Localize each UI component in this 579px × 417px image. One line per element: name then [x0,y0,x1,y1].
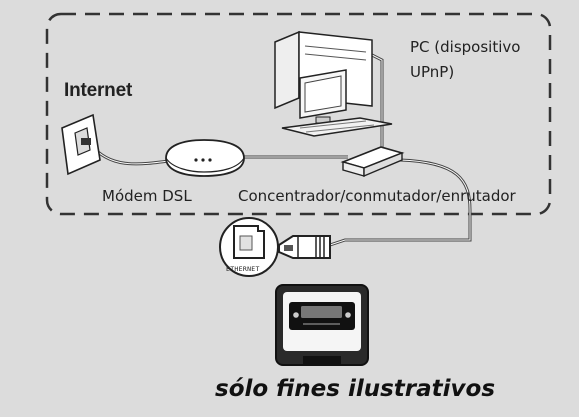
dsl-modem-icon [165,139,245,177]
ethernet-label: ETHERNET [226,265,260,273]
keyboard-icon [281,117,393,137]
ethernet-plug-icon [278,235,331,259]
network-boundary [45,12,552,216]
network-hub-icon [340,146,405,178]
wall-socket-icon [61,113,101,176]
pc-label-line-1: PC (dispositivo [410,38,521,56]
music-player-icon [275,284,369,366]
cable-pc-to-hub [371,53,384,148]
ethernet-port-icon [219,217,279,277]
monitor-icon [299,69,347,124]
cable-wall-to-modem [88,143,176,166]
modem-label: Módem DSL [102,187,192,205]
hub-label: Concentrador/conmutador/enrutador [238,187,516,205]
illustrative-note: sólo fines ilustrativos [215,376,496,402]
pc-label-line-2: UPnP) [410,63,455,81]
internet-label: Internet [64,80,133,101]
